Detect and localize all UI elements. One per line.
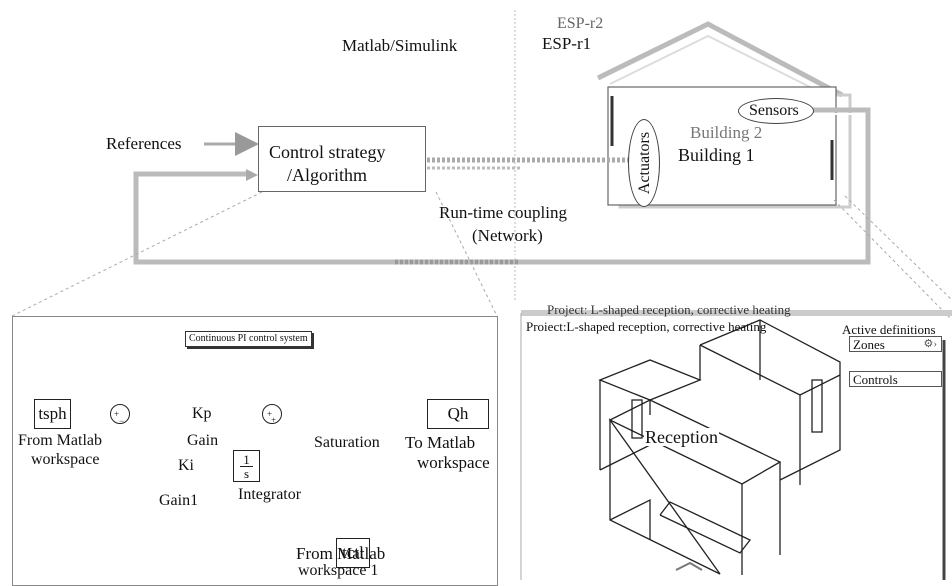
integrator-block: 1 s <box>233 450 260 482</box>
from-ws-label-2: workspace <box>31 451 100 468</box>
compass-icon <box>675 561 703 571</box>
tctl-block: tctl <box>336 538 370 568</box>
control-strategy-box: Control strategy /Algorithm <box>258 126 426 192</box>
controls-button[interactable]: Controls <box>849 371 942 387</box>
building2-label: Building 2 <box>690 123 763 142</box>
actuators-ellipse: Actuators <box>628 119 660 207</box>
sensors-ellipse: Sensors <box>738 98 814 124</box>
actuators-label: Actuators <box>636 131 653 195</box>
zones-dropdown[interactable]: Zones ⚙› <box>849 336 942 352</box>
sensors-label: Sensors <box>749 102 799 119</box>
env-espr1-label: ESP-r1 <box>542 34 592 53</box>
zoom-guide <box>11 191 263 317</box>
integrator-num: 1 <box>240 453 253 467</box>
reception-label: Reception <box>644 427 719 447</box>
coupling-line1: Run-time coupling <box>439 203 567 222</box>
kp-label: Kp <box>192 405 212 422</box>
gain1-label: Gain1 <box>159 492 199 509</box>
tsph-block: tsph <box>34 399 71 429</box>
sum-block-2: ++ <box>262 404 282 425</box>
control-strategy-line1: Control strategy <box>269 142 386 162</box>
project-title-front: Proiect:L-shaped reception, corrective h… <box>526 319 767 334</box>
to-ws-label-1: To Matlab <box>405 433 476 452</box>
references-label: References <box>106 134 182 153</box>
env-espr2-label: ESP-r2 <box>557 15 604 32</box>
qh-block: Qh <box>427 399 489 429</box>
controls-label: Controls <box>853 372 898 387</box>
roof-inner <box>609 34 833 99</box>
integrator-den: s <box>243 465 250 481</box>
integrator-label: Integrator <box>238 486 302 503</box>
to-ws-label-2: workspace <box>417 453 490 472</box>
gain-label: Gain <box>187 432 219 449</box>
from-ws-label-1: From Matlab <box>18 432 102 449</box>
coupling-line2: (Network) <box>472 226 543 245</box>
saturation-label: Saturation <box>314 434 380 451</box>
roof-outline <box>596 21 844 98</box>
settings-icon: ⚙› <box>923 338 937 350</box>
from-ws1-label-1: From Matlab <box>296 544 386 563</box>
project-title-back: Project: L-shaped reception, corrective … <box>547 302 791 317</box>
zones-label: Zones <box>853 337 885 352</box>
reception-wireframe <box>598 319 841 575</box>
from-ws1-label-2: workspace 1 <box>298 562 379 579</box>
ki-label: Ki <box>178 457 194 474</box>
sum-block-1: +− <box>110 404 130 426</box>
simulink-title: Continuous PI control system <box>185 331 312 347</box>
active-definitions-label: Active definitions <box>842 322 936 337</box>
control-strategy-line2: /Algorithm <box>287 165 367 185</box>
env-matlab-label: Matlab/Simulink <box>342 36 458 55</box>
building1-label: Building 1 <box>678 145 755 165</box>
